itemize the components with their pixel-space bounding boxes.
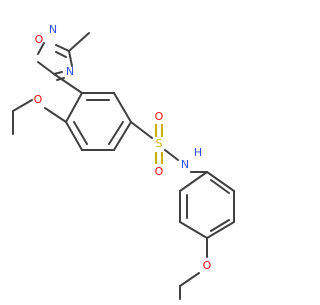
atom-label-oxadiazole-n2: N: [49, 23, 57, 36]
bonds: [12, 32, 235, 300]
atom-label-amide-n: N: [181, 158, 189, 171]
bond-ether-ch2: [12, 99, 33, 112]
bond-ring2-double-3: [210, 179, 230, 194]
bond-n4-c3: [68, 50, 73, 67]
atom-label-ether-o-bottom: O: [203, 259, 212, 272]
bond-ring2-f: [206, 171, 235, 192]
bond-ring1-e: [65, 121, 83, 151]
bond-ring1-double-2: [108, 121, 124, 145]
atom-label-amide-h: H: [194, 146, 202, 159]
bond-ring2-a: [179, 171, 208, 192]
atom-label-sulfonyl-o-top: O: [155, 110, 164, 123]
chemical-structure-canvas: O N N O O S O N H O: [12, 23, 235, 300]
bond-ring-ether-o: [44, 107, 67, 123]
bond-o1-c5: [37, 61, 55, 75]
bond-ring2-double-2: [210, 219, 230, 232]
bond-ether2-ch2: [179, 272, 200, 287]
bond-oxadiazole-benzene: [53, 73, 83, 94]
atom-label-oxadiazole-n4: N: [66, 65, 74, 78]
bond-ring1-b: [113, 92, 132, 123]
atom-label-sulfonyl-o-bottom: O: [155, 165, 164, 178]
bond-ring1-c: [113, 121, 132, 151]
bond-c5-n4: [53, 71, 63, 75]
molecule-drawing: O N N O O S O N H O: [12, 23, 235, 300]
bond-ring1-f: [65, 92, 83, 123]
bond-methyl: [68, 32, 90, 52]
bond-ring-sulfur: [130, 121, 153, 139]
bond-c3-n2: [55, 44, 70, 52]
bond-ring1-double-3: [73, 121, 88, 145]
bond-c3-n2-double: [55, 51, 67, 58]
atom-label-sulfur: S: [156, 137, 163, 150]
bond-s-n: [164, 149, 179, 161]
bond-ring2-c: [179, 221, 208, 239]
atom-label-ether-o-top: O: [34, 93, 43, 106]
bond-ring2-d: [206, 221, 235, 239]
sulfonyl-bonds: [155, 124, 163, 164]
bond-n2-o1: [37, 42, 45, 55]
atom-label-oxadiazole-o: O: [35, 33, 44, 46]
